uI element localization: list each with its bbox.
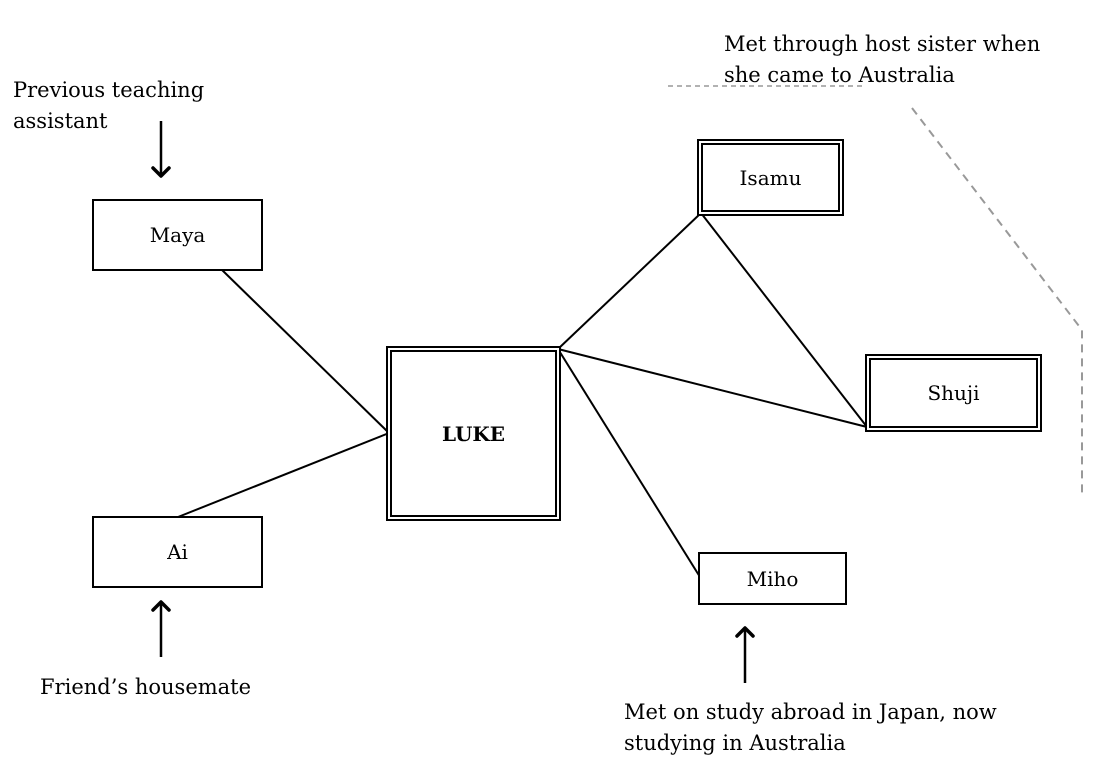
node-ai-label: Ai [167,540,188,564]
note-miho-line: studying in Australia [624,731,846,755]
edge-luke-ai [177,432,390,518]
edge-luke-maya [219,267,390,434]
callout-dash-side [911,107,1083,495]
edge-luke-miho [557,348,701,578]
node-maya-label: Maya [149,223,206,247]
node-isamu: Isamu [697,139,844,216]
note-isamu-line: she came to Australia [724,63,955,87]
note-ai: Friend’s housemate [40,672,251,703]
edge-luke-isamu [557,212,702,350]
edge-luke-shuji [557,348,868,428]
note-isamu-line: Met through host sister when [724,32,1041,56]
note-miho: Met on study abroad in Japan, now studyi… [624,697,997,759]
node-miho: Miho [698,552,847,605]
note-ai-line: Friend’s housemate [40,675,252,699]
node-shuji-label: Shuji [927,381,980,405]
edge-isamu-shuji [700,212,868,428]
node-miho-label: Miho [746,566,799,591]
node-luke-label: LUKE [441,421,506,446]
note-isamu: Met through host sister when she came to… [724,29,1040,91]
node-shuji: Shuji [865,354,1042,432]
note-maya-line: Previous teaching [13,78,205,102]
node-isamu-label: Isamu [739,165,802,190]
note-miho-line: Met on study abroad in Japan, now [624,700,997,724]
note-maya-line: assistant [13,109,108,133]
node-ai: Ai [92,516,263,588]
node-maya: Maya [92,199,263,271]
note-maya: Previous teaching assistant [13,75,204,137]
node-luke: LUKE [386,346,561,521]
